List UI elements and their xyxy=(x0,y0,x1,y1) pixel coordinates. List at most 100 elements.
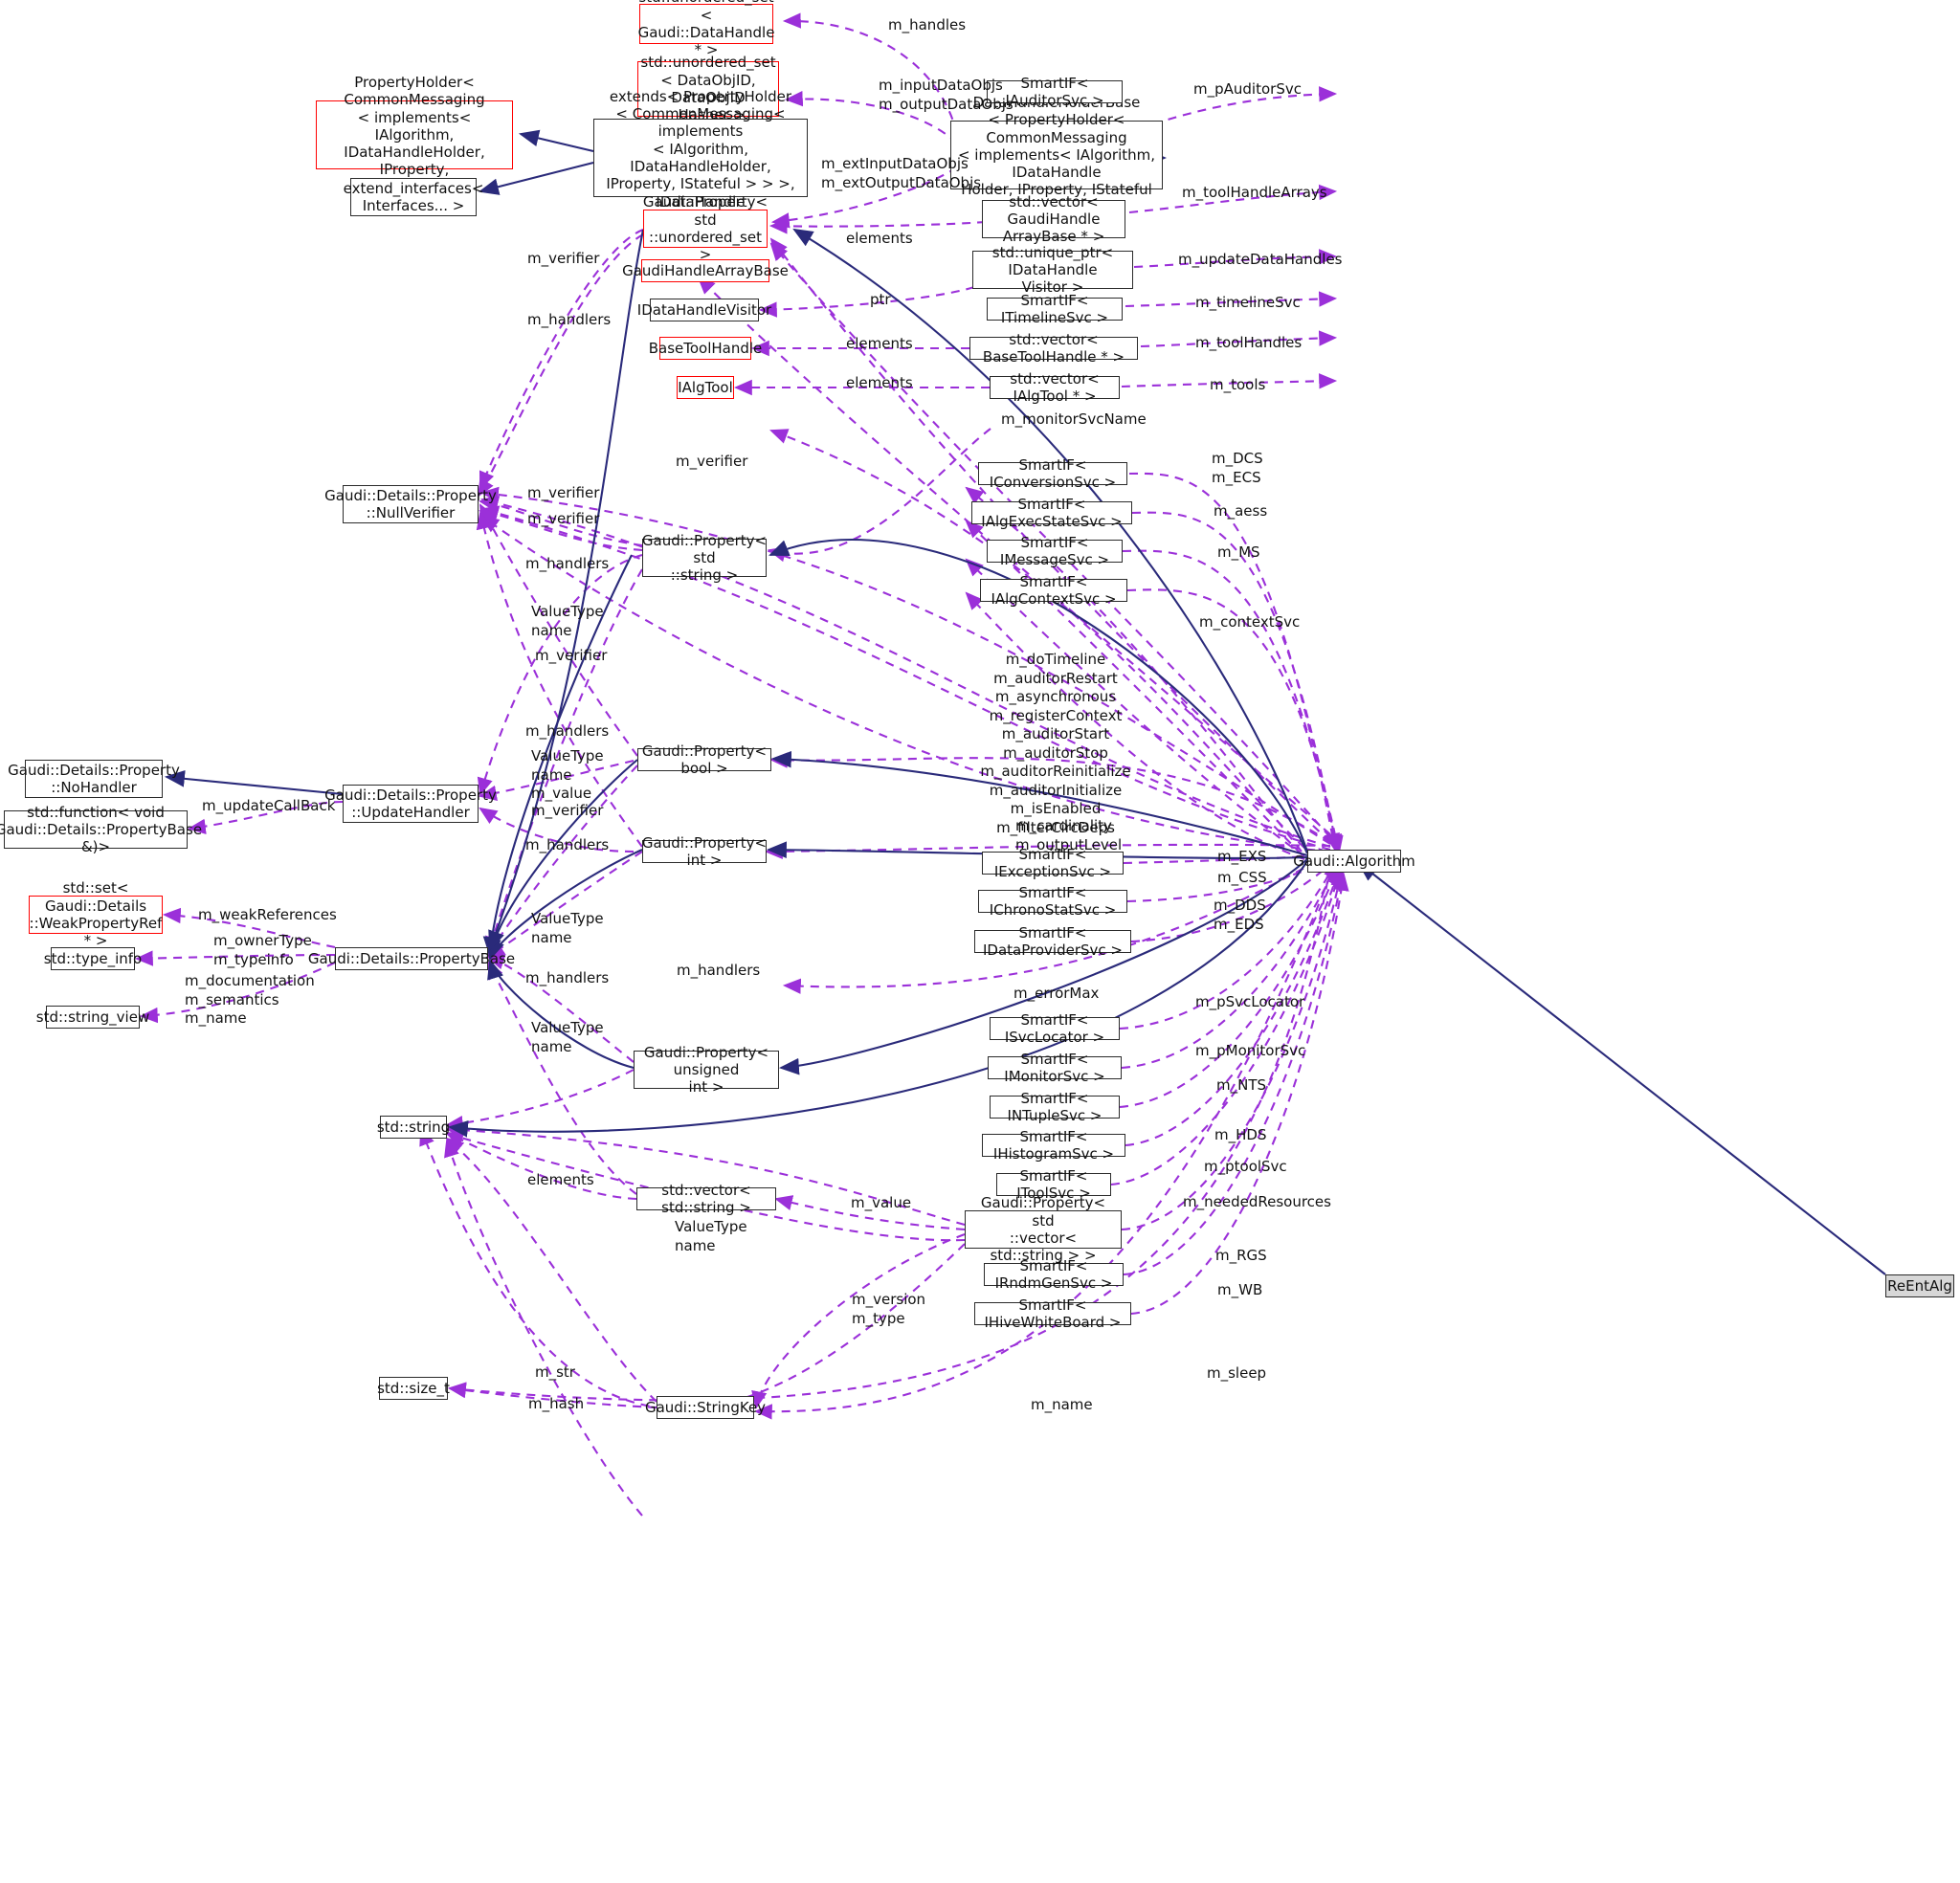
class-node-ialgtool[interactable]: IAlgTool xyxy=(677,376,734,399)
class-node-smartif_intuplesvc[interactable]: SmartIF< INTupleSvc > xyxy=(990,1090,1120,1124)
edge-label: m_handlers xyxy=(525,969,610,986)
class-node-property_string[interactable]: Gaudi::Property< std ::string > xyxy=(641,531,768,585)
edge-label: m_timelineSvc xyxy=(1195,294,1301,311)
class-node-std_string_view[interactable]: std::string_view xyxy=(36,1006,149,1029)
class-node-idatahandlevisitor[interactable]: IDataHandleVisitor xyxy=(637,299,771,321)
edge-label: m_version m_type xyxy=(852,1291,926,1327)
edge-label: m_WB xyxy=(1217,1281,1263,1298)
edge-label: m_EXS xyxy=(1217,848,1267,865)
class-node-smartif_iauditorsvc[interactable]: SmartIF< IAuditorSvc > xyxy=(987,75,1123,109)
class-node-smartif_ihistogramsvc[interactable]: SmartIF< IHistogramSvc > xyxy=(982,1128,1125,1163)
edge-label: m_updateDataHandles xyxy=(1178,251,1343,268)
class-node-smartif_imessagesvc[interactable]: SmartIF< IMessageSvc > xyxy=(987,534,1123,568)
edge-label: m_pAuditorSvc xyxy=(1193,80,1302,98)
class-node-gaudihandlearraybase[interactable]: GaudiHandleArrayBase xyxy=(622,259,789,282)
edge-label: ValueType name xyxy=(675,1218,747,1254)
class-node-smartif_imonitorsvc[interactable]: SmartIF< IMonitorSvc > xyxy=(988,1051,1122,1085)
edge-label: m_monitorSvcName xyxy=(1001,410,1147,428)
edge-label: m_toolHandles xyxy=(1195,334,1303,351)
class-node-std_size_t[interactable]: std::size_t xyxy=(377,1377,450,1400)
class-node-updatehandler[interactable]: Gaudi::Details::Property ::UpdateHandler xyxy=(324,785,497,823)
class-node-reentalg[interactable]: ReEntAlg xyxy=(1885,1274,1954,1297)
edge-label: m_sleep xyxy=(1207,1364,1267,1382)
class-node-unordered_set_datahandle[interactable]: std::unordered_set < Gaudi::DataHandle *… xyxy=(638,0,775,58)
class-node-smartif_irndmgensvc[interactable]: SmartIF< IRndmGenSvc > xyxy=(984,1257,1124,1292)
class-node-property_unordered_set[interactable]: Gaudi::Property< std ::unordered_set > xyxy=(642,193,768,264)
edge-label: m_documentation m_semantics m_name xyxy=(185,972,315,1027)
class-node-datahandleholderbase[interactable]: DataHandleHolderBase < PropertyHolder< C… xyxy=(950,94,1163,216)
edge-label: m_hash xyxy=(528,1395,585,1412)
edge-label: m_handlers xyxy=(677,962,761,979)
class-node-extends_propertyholder[interactable]: extends< PropertyHolder < CommonMessagin… xyxy=(593,88,808,228)
class-node-std_type_info[interactable]: std::type_info xyxy=(44,947,142,970)
edge-label: m_str xyxy=(535,1363,575,1381)
class-node-gaudi_algorithm[interactable]: Gaudi::Algorithm xyxy=(1293,850,1415,873)
edge-label: m_pMonitorSvc xyxy=(1195,1042,1306,1059)
class-node-nohandler[interactable]: Gaudi::Details::Property ::NoHandler xyxy=(8,760,180,798)
edge-label: ptr xyxy=(870,291,891,308)
edge-label: m_handlers xyxy=(525,722,610,740)
class-node-smartif_isvclocator[interactable]: SmartIF< ISvcLocator > xyxy=(990,1011,1120,1046)
edge-label: m_verifier xyxy=(676,453,748,470)
edge-label: m_neededResources xyxy=(1183,1193,1331,1210)
edge-label: m_verifier xyxy=(531,802,604,819)
edge-label: ValueType name xyxy=(531,910,604,946)
class-node-propertyholder_commonmessaging[interactable]: PropertyHolder< CommonMessaging < implem… xyxy=(316,74,513,196)
class-node-propertybase[interactable]: Gaudi::Details::PropertyBase xyxy=(308,947,515,970)
class-node-smartif_ichronostatsvc[interactable]: SmartIF< IChronoStatSvc > xyxy=(978,884,1127,919)
class-node-gaudi_stringkey[interactable]: Gaudi::StringKey xyxy=(645,1396,766,1419)
class-node-smartif_iconversionsvc[interactable]: SmartIF< IConversionSvc > xyxy=(978,456,1127,491)
edge-label: m_tools xyxy=(1210,376,1266,393)
class-node-property_unsigned_int[interactable]: Gaudi::Property< unsigned int > xyxy=(634,1044,779,1096)
edge-label: m_doTimeline m_auditorRestart m_asynchro… xyxy=(980,651,1131,854)
edge-label: m_cardinality m_outputLevel xyxy=(1015,817,1123,853)
class-node-vector_string[interactable]: std::vector< std::string > xyxy=(636,1182,776,1216)
class-node-set_weakpropertyref[interactable]: std::set< Gaudi::Details ::WeakPropertyR… xyxy=(29,879,163,950)
edge-label: ValueType name xyxy=(531,603,604,639)
class-node-property_int[interactable]: Gaudi::Property< int > xyxy=(641,833,768,869)
edge-label: elements xyxy=(846,230,913,247)
class-node-unique_ptr_idatahandlevisitor[interactable]: std::unique_ptr< IDataHandle Visitor > xyxy=(972,244,1133,296)
edge-label: m_pSvcLocator xyxy=(1195,993,1305,1010)
edge-label: m_errorMax xyxy=(1013,985,1100,1002)
class-node-smartif_ialgcontextsvc[interactable]: SmartIF< IAlgContextSvc > xyxy=(980,573,1127,608)
edge-label: elements xyxy=(846,374,913,391)
edge-label: m_aess xyxy=(1214,502,1268,520)
class-node-unordered_set_dataobjid[interactable]: std::unordered_set < DataObjID, DataObjI… xyxy=(637,54,779,123)
edge-label: m_RGS xyxy=(1215,1247,1267,1264)
class-node-vector_basetoolhandle[interactable]: std::vector< BaseToolHandle * > xyxy=(969,331,1138,366)
edge-label: m_handles xyxy=(888,16,967,33)
edge-label: m_verifier xyxy=(527,510,600,527)
edge-label: m_ptoolSvc xyxy=(1204,1158,1287,1175)
edge-label: m_inputDataObjs m_outputDataObjs xyxy=(879,77,1013,113)
edge-label: m_value xyxy=(851,1194,912,1211)
class-node-vector_ialgtool[interactable]: std::vector< IAlgTool * > xyxy=(990,370,1120,405)
edge-label: m_DDS m_EDS xyxy=(1214,897,1266,933)
class-node-smartif_itoolsvc[interactable]: SmartIF< IToolSvc > xyxy=(996,1167,1111,1202)
edge-label: m_MS xyxy=(1217,543,1260,561)
edge-label: m_HDS xyxy=(1214,1126,1267,1143)
edge-label: m_verifier xyxy=(527,484,600,501)
class-node-std_string[interactable]: std::string xyxy=(377,1116,450,1139)
edge-label: m_verifier xyxy=(527,250,600,267)
class-node-property_bool[interactable]: Gaudi::Property< bool > xyxy=(637,742,771,777)
class-node-smartif_idataprovidersvc[interactable]: SmartIF< IDataProviderSvc > xyxy=(974,924,1131,959)
class-node-extend_interfaces[interactable]: extend_interfaces< Interfaces... > xyxy=(343,178,484,216)
class-node-vector_gaudihandlearraybase[interactable]: std::vector< GaudiHandle ArrayBase * > xyxy=(982,193,1125,245)
class-node-nullverifier[interactable]: Gaudi::Details::Property ::NullVerifier xyxy=(324,485,497,523)
edge-label: ValueType name xyxy=(531,1019,604,1055)
class-node-property_vector_string[interactable]: Gaudi::Property< std ::vector< std::stri… xyxy=(965,1194,1122,1264)
edge-label: m_updateCallBack xyxy=(202,797,336,814)
edge-label: m_NTS xyxy=(1216,1076,1267,1094)
edge-label: m_toolHandleArrays xyxy=(1182,184,1327,201)
class-node-smartif_ihivewhiteboard[interactable]: SmartIF< IHiveWhiteBoard > xyxy=(974,1296,1131,1331)
class-node-smartif_itimelinesvc[interactable]: SmartIF< ITimelineSvc > xyxy=(987,292,1123,326)
class-node-std_function_void[interactable]: std::function< void (Gaudi::Details::Pro… xyxy=(0,803,203,856)
edge-label: m_verifier xyxy=(535,647,608,664)
class-node-smartif_ialgexecstatesvc[interactable]: SmartIF< IAlgExecStateSvc > xyxy=(971,496,1132,530)
class-node-basetoolhandle[interactable]: BaseToolHandle xyxy=(649,337,762,360)
edge-label: m_name xyxy=(1031,1396,1093,1413)
edge-label: elements xyxy=(527,1171,594,1188)
